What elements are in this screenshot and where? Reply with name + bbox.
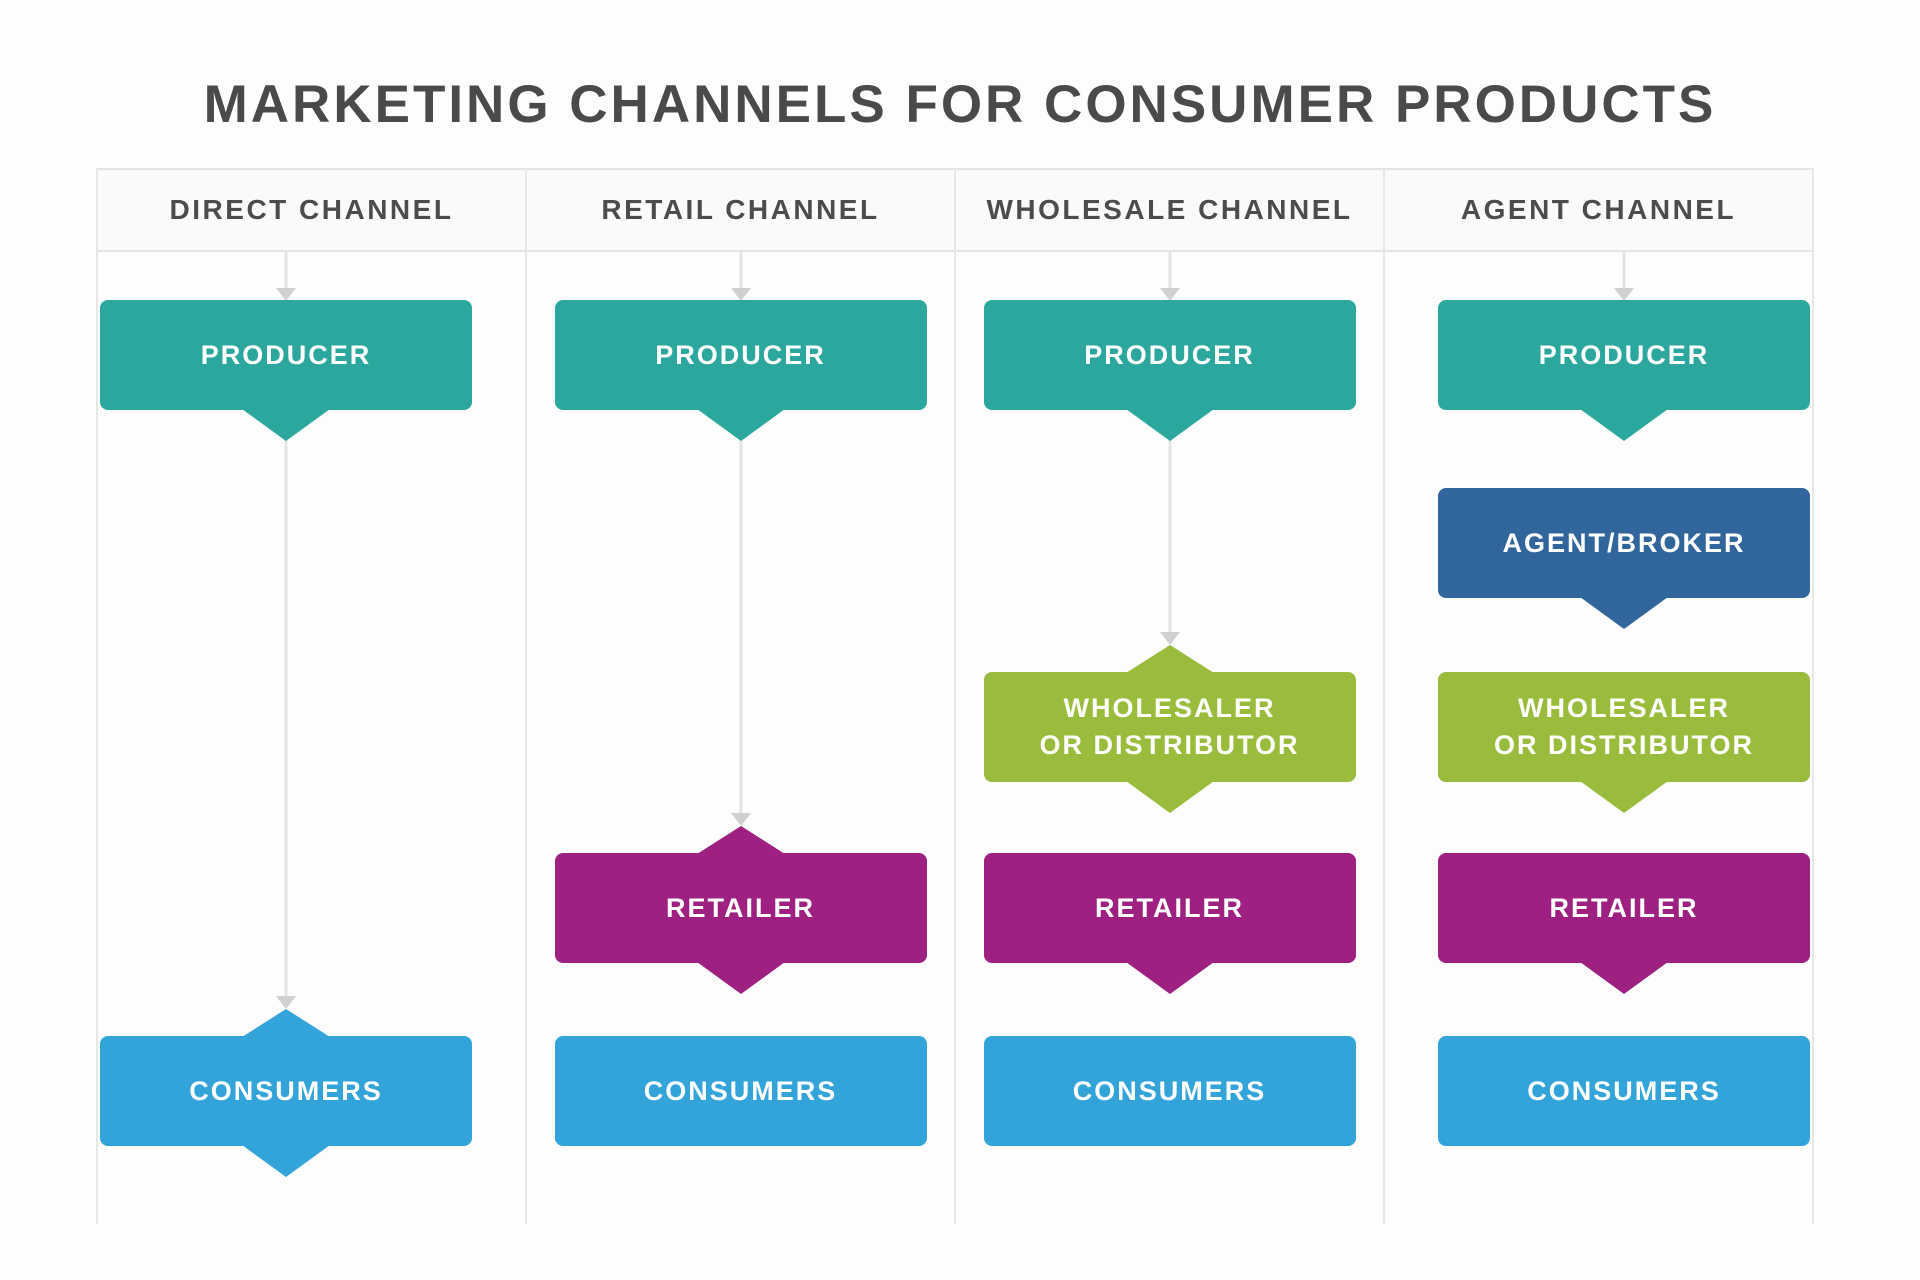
- node-wholesale-producer: PRODUCER: [983, 300, 1356, 441]
- channel-column-agent: AGENT CHANNEL PRODUCER AGENT/BROKER WHOLESA…: [1385, 168, 1814, 1224]
- down-arrow-icon: [1125, 409, 1214, 441]
- column-header-direct: DIRECT CHANNEL: [98, 168, 525, 252]
- node-label: PRODUCER: [200, 339, 372, 370]
- column-header-retail: RETAIL CHANNEL: [527, 168, 954, 252]
- node-agent-wholesaler: WHOLESALER OR DISTRIBUTOR: [1438, 672, 1810, 813]
- connector-arrowhead-icon: [276, 996, 296, 1009]
- node-label: RETAILER: [1095, 892, 1244, 923]
- up-arrow-icon: [242, 1009, 330, 1037]
- node-label: CONSUMERS: [189, 1075, 383, 1106]
- node-retail-retailer: RETAILER: [554, 826, 927, 994]
- node-label: PRODUCER: [1084, 339, 1255, 370]
- header-connector-line: [1168, 252, 1171, 290]
- channel-column-retail: RETAIL CHANNEL PRODUCER RETAILER CONSUMERS: [527, 168, 956, 1224]
- header-connector-line: [1622, 252, 1626, 290]
- down-arrow-icon: [1580, 409, 1668, 441]
- connector-line: [739, 412, 742, 815]
- node-agent-agent_broker: AGENT/BROKER: [1438, 488, 1810, 629]
- connector-arrowhead-icon: [1159, 632, 1180, 645]
- header-connector-line: [284, 252, 288, 290]
- connector-arrowhead-icon: [276, 288, 296, 301]
- channel-column-direct: DIRECT CHANNEL PRODUCER CONSUMERS: [98, 168, 527, 1224]
- down-arrow-icon: [1580, 597, 1668, 629]
- node-label: RETAILER: [666, 892, 815, 923]
- down-arrow-icon: [242, 409, 330, 441]
- down-arrow-icon: [1125, 962, 1214, 994]
- node-retail-producer: PRODUCER: [554, 300, 927, 441]
- connector-arrowhead-icon: [1159, 288, 1180, 301]
- down-arrow-icon: [1580, 962, 1668, 994]
- connector-arrowhead-icon: [730, 813, 751, 826]
- node-wholesale-retailer: RETAILER: [983, 853, 1356, 994]
- connector-line: [1168, 412, 1171, 634]
- node-label: WHOLESALER OR DISTRIBUTOR: [1039, 693, 1300, 760]
- up-arrow-icon: [696, 826, 785, 854]
- down-arrow-icon: [1580, 781, 1668, 813]
- node-agent-consumers: CONSUMERS: [1438, 1036, 1810, 1146]
- node-direct-producer: PRODUCER: [100, 300, 472, 441]
- column-header-agent: AGENT CHANNEL: [1385, 168, 1812, 252]
- connector-line: [284, 412, 288, 998]
- connector-arrowhead-icon: [730, 288, 751, 301]
- down-arrow-icon: [696, 409, 785, 441]
- node-label: CONSUMERS: [643, 1075, 838, 1106]
- down-arrow-icon: [1125, 781, 1214, 813]
- column-header-wholesale: WHOLESALE CHANNEL: [956, 168, 1383, 252]
- node-label: AGENT/BROKER: [1502, 527, 1746, 558]
- node-label: WHOLESALER OR DISTRIBUTOR: [1493, 693, 1754, 760]
- node-label: RETAILER: [1549, 892, 1699, 923]
- node-label: PRODUCER: [1538, 339, 1710, 370]
- down-arrow-icon: [696, 962, 785, 994]
- node-label: PRODUCER: [655, 339, 826, 370]
- node-wholesale-wholesaler: WHOLESALER OR DISTRIBUTOR: [983, 645, 1356, 813]
- node-retail-consumers: CONSUMERS: [554, 1036, 927, 1146]
- node-agent-retailer: RETAILER: [1438, 853, 1810, 994]
- connector-arrowhead-icon: [1614, 288, 1634, 301]
- header-connector-line: [739, 252, 742, 290]
- down-arrow-icon: [242, 1145, 330, 1177]
- diagram-title: MARKETING CHANNELS FOR CONSUMER PRODUCTS: [203, 75, 1717, 134]
- node-wholesale-consumers: CONSUMERS: [983, 1036, 1356, 1146]
- up-arrow-icon: [1125, 645, 1214, 673]
- node-agent-producer: PRODUCER: [1438, 300, 1810, 441]
- channel-column-wholesale: WHOLESALE CHANNEL PRODUCER WHOLESALER OR D…: [956, 168, 1385, 1224]
- node-direct-consumers: CONSUMERS: [100, 1009, 472, 1177]
- node-label: CONSUMERS: [1072, 1075, 1267, 1106]
- node-label: CONSUMERS: [1527, 1075, 1721, 1106]
